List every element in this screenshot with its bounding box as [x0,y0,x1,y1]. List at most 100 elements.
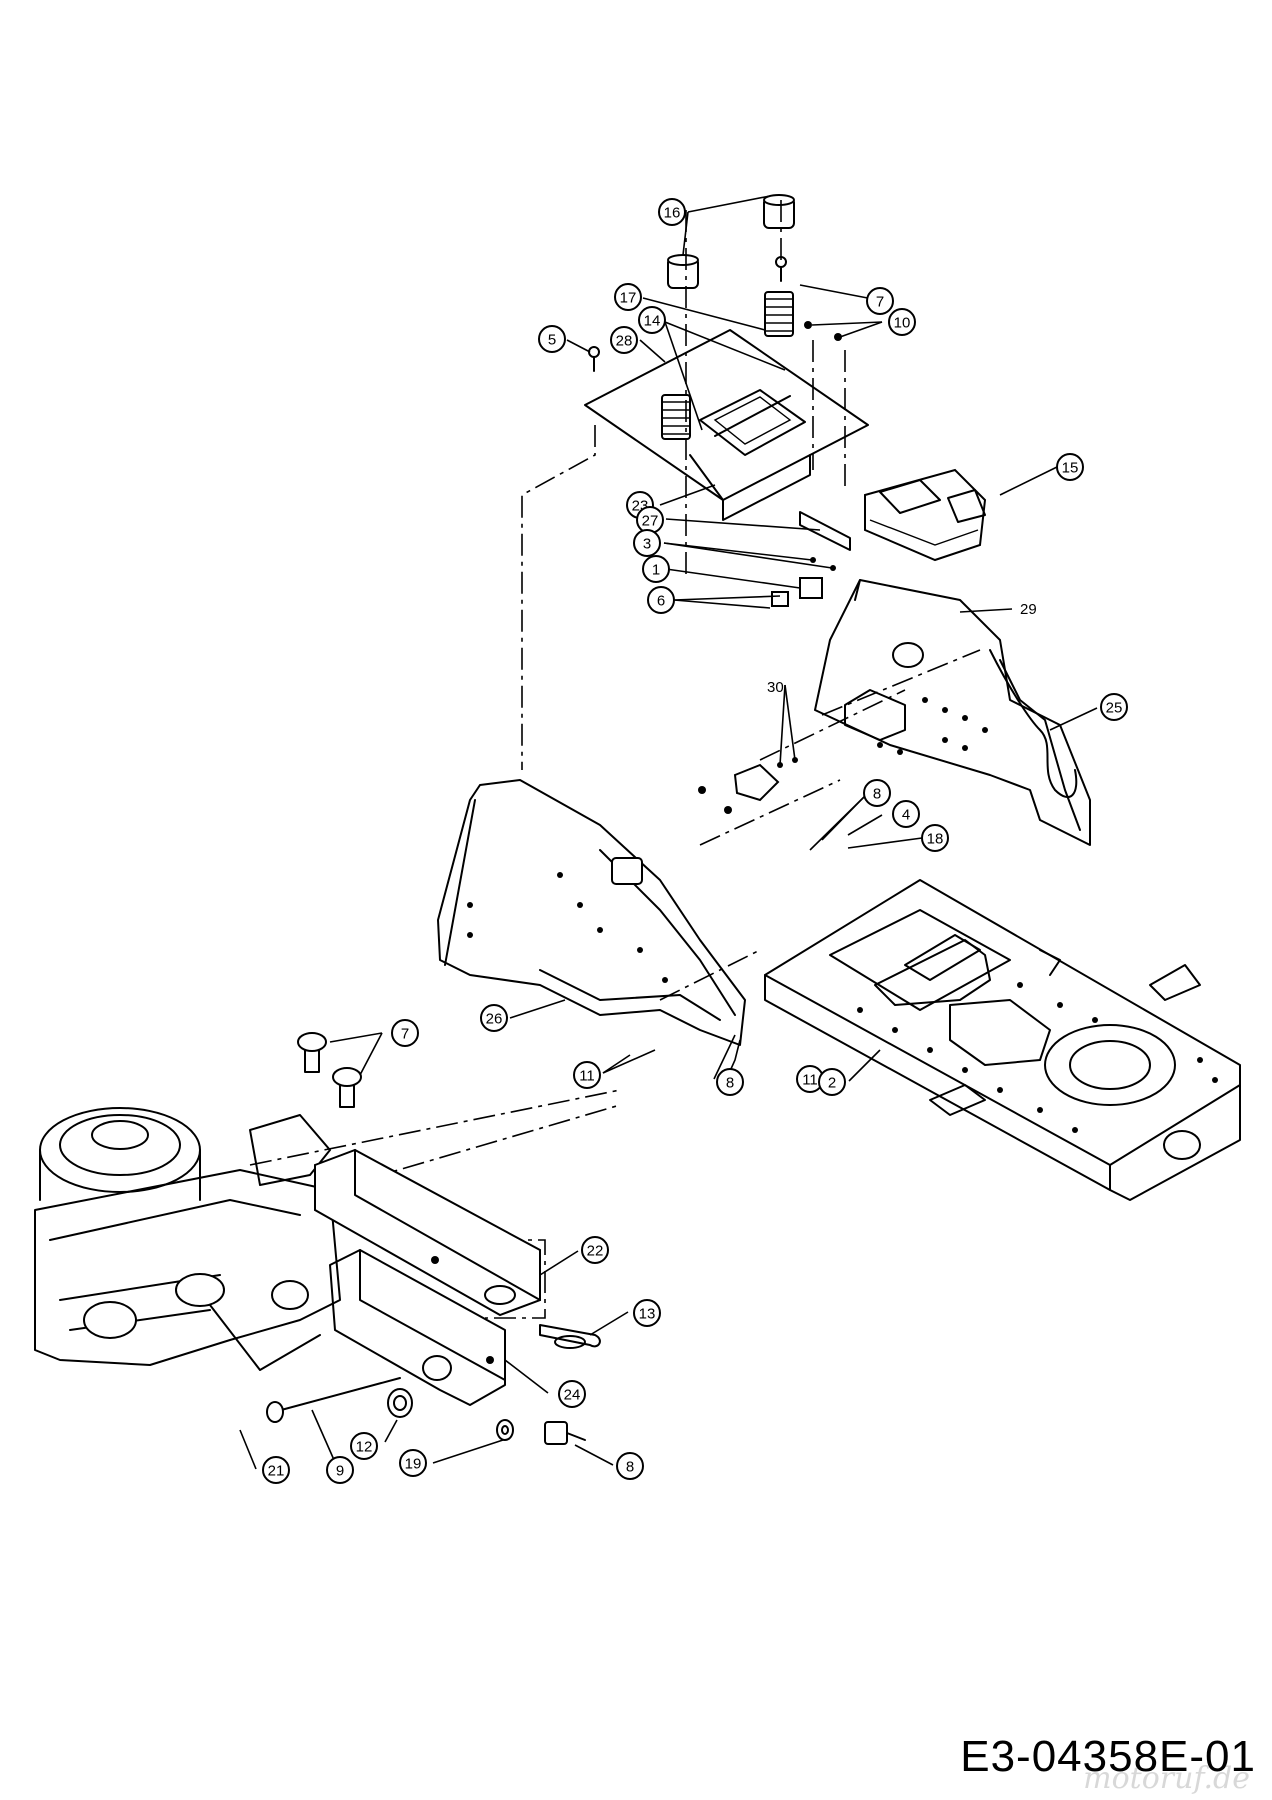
callout-19: 19 [399,1449,427,1477]
callout-label: 11 [802,1072,818,1089]
callout-label: 3 [643,536,651,553]
callout-label: 10 [894,315,911,332]
callout-24: 24 [558,1380,586,1408]
bolt-8-bottom [544,1421,586,1445]
callout-label: 8 [726,1075,734,1092]
callout-label: 16 [664,205,681,222]
callout-17: 17 [614,283,642,311]
callout-label: 5 [548,332,556,349]
rear-panel [814,579,1091,846]
callout-circle [863,779,891,807]
callout-circle [1056,453,1084,481]
callout-label: 22 [587,1243,604,1260]
callout-29: 29 [1020,601,1037,618]
callout-label: 26 [486,1011,503,1028]
pto-switch [698,757,798,814]
frame-cutout-rear [904,934,981,981]
callout-circle [480,1004,508,1032]
hitch-bracket [329,1249,506,1406]
callout-circle [888,308,916,336]
frame-cutout-center [874,939,991,1006]
callout-circle [647,586,675,614]
callout-circle [642,555,670,583]
callout-13: 13 [633,1299,661,1327]
callout-16: 16 [658,198,686,226]
callout-circle [1100,693,1128,721]
callout-circle [658,198,686,226]
rear-panel-bracket [844,689,906,741]
callout-label: 4 [902,807,910,824]
callout-circle [616,1452,644,1480]
callout-label: 2 [828,1075,836,1092]
callout-8: 8 [616,1452,644,1480]
callout-1: 1 [642,555,670,583]
seat-plate [584,329,869,501]
hitch-pin [539,1324,601,1349]
callout-label: 7 [401,1026,409,1043]
callout-26: 26 [480,1004,508,1032]
callout-label: 6 [657,593,665,610]
callout-circle [866,287,894,315]
callout-label: 30 [767,679,784,696]
bolt-7-left-a [297,1032,327,1073]
callout-label: 11 [579,1068,595,1085]
washer-19 [496,1419,514,1441]
callout-25: 25 [1100,693,1128,721]
seat-bumper-right [763,194,795,229]
callout-6: 6 [647,586,675,614]
callout-10: 10 [888,308,916,336]
callout-label: 27 [642,513,659,530]
callout-label: 21 [268,1463,285,1480]
callout-12: 12 [350,1432,378,1460]
frame-cutout-slot [949,999,1051,1066]
callout-label: 13 [639,1306,656,1323]
callout-circle [610,326,638,354]
callout-4: 4 [892,800,920,828]
bolt-7-left-b [332,1067,362,1108]
assembly-lines [249,200,981,1319]
callout-label: 24 [564,1387,581,1404]
seat-spring-left [661,394,691,440]
callout-circle [818,1068,846,1096]
drawing-code: E3-04358E-01 [960,1732,1256,1781]
transaxle [34,1107,341,1371]
callout-circle [633,1299,661,1327]
callout-21: 21 [262,1456,290,1484]
callout-label: 8 [626,1459,634,1476]
callout-circle [892,800,920,828]
wire-harness [989,649,1078,798]
callout-circle [716,1068,744,1096]
callout-label: 17 [620,290,637,307]
callout-18: 18 [921,824,949,852]
callout-7: 7 [391,1019,419,1047]
callout-label: 9 [336,1463,344,1480]
seat-switch-module [864,468,987,562]
seat-bumper-left [667,254,699,289]
callout-9: 9 [326,1456,354,1484]
hitch-tube [314,1148,541,1317]
callout-8: 8 [863,779,891,807]
callout-5: 5 [538,325,566,353]
callout-circle [614,283,642,311]
callout-circle [262,1456,290,1484]
callout-label: 12 [356,1439,373,1456]
callout-28: 28 [610,326,638,354]
callout-circle [538,325,566,353]
seat-plate-assembly [584,194,987,607]
seat-plate-lower-flange [689,454,811,521]
main-frame [764,879,1241,1201]
callout-label: 8 [873,786,881,803]
callout-30: 30 [767,679,784,696]
callout-circle [326,1456,354,1484]
callout-27: 27 [636,506,664,534]
callout-11: 11 [573,1061,601,1089]
callout-7: 7 [866,287,894,315]
callout-22: 22 [581,1236,609,1264]
bolt-10a [804,321,812,329]
callout-label: 14 [644,313,661,330]
left-fender [437,779,746,1046]
callout-label: 29 [1020,601,1037,618]
watermark-logo: motoruf.de [1083,1761,1250,1796]
leader-lines [239,195,1098,1470]
